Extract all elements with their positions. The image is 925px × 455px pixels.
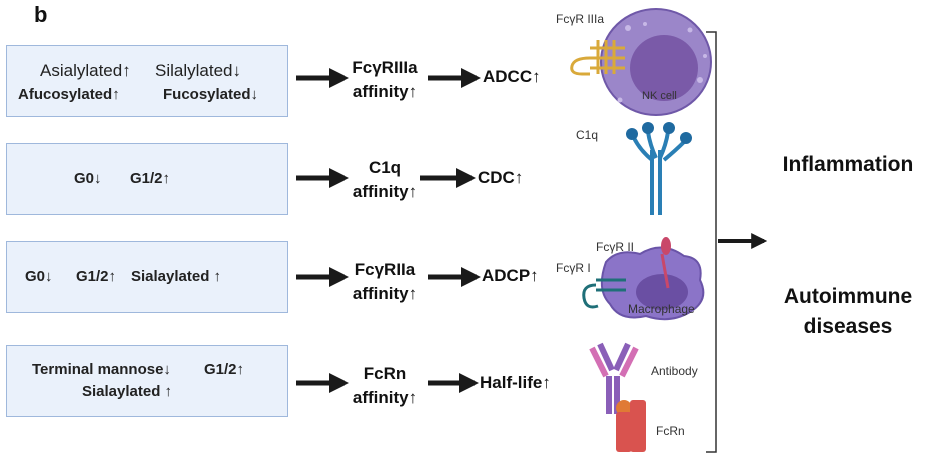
macrophage-icon: [582, 237, 705, 321]
condition-sialaylated: Sialaylated ↑: [131, 268, 222, 285]
condition-asialylated: Asialylated↑: [40, 61, 131, 80]
condition-box-row2: [6, 143, 288, 215]
effect-adcc: ADCC↑: [483, 67, 541, 86]
label-fcrn: FcRn: [656, 424, 685, 438]
condition-g1-2: G1/2↑: [204, 361, 245, 378]
condition-sialaylated: Sialaylated ↑: [82, 383, 173, 400]
effect-half-life: Half-life↑: [480, 373, 551, 392]
effect-cdc: CDC↑: [478, 168, 524, 187]
label-antibody: Antibody: [651, 364, 698, 378]
label-fcgr3a: FcγR IIIa: [556, 12, 605, 26]
condition-g1-2: G1/2↑: [76, 268, 117, 285]
condition-silalylated: Silalylated↓: [155, 61, 241, 80]
condition-box-row3: [6, 241, 288, 313]
label-fcgr2: FcγR II: [596, 240, 634, 254]
condition-box-row1: [6, 45, 288, 117]
outcome-inflammation: Inflammation: [782, 153, 914, 176]
condition-g1-2: G1/2↑: [130, 170, 171, 187]
condition-terminal-mannose: Terminal mannose↓: [32, 361, 171, 378]
condition-afucosylated: Afucosylated↑: [18, 86, 120, 103]
condition-g0: G0↓: [25, 268, 53, 285]
condition-g0: G0↓: [74, 170, 102, 187]
c1q-icon: [626, 122, 692, 215]
label-c1q: C1q: [576, 128, 599, 142]
label-macrophage: Macrophage: [628, 302, 695, 316]
condition-fucosylated: Fucosylated↓: [163, 86, 259, 103]
bracket: [706, 31, 717, 453]
panel-label: b: [34, 2, 48, 27]
antibody-fcrn-icon: [589, 342, 646, 452]
label-nk-cell: NK cell: [642, 90, 677, 102]
nk-cell-icon: [570, 8, 712, 116]
condition-box-row4: [6, 345, 288, 417]
effect-adcp: ADCP↑: [482, 266, 539, 285]
label-fcgr1: FcγR I: [556, 261, 591, 275]
